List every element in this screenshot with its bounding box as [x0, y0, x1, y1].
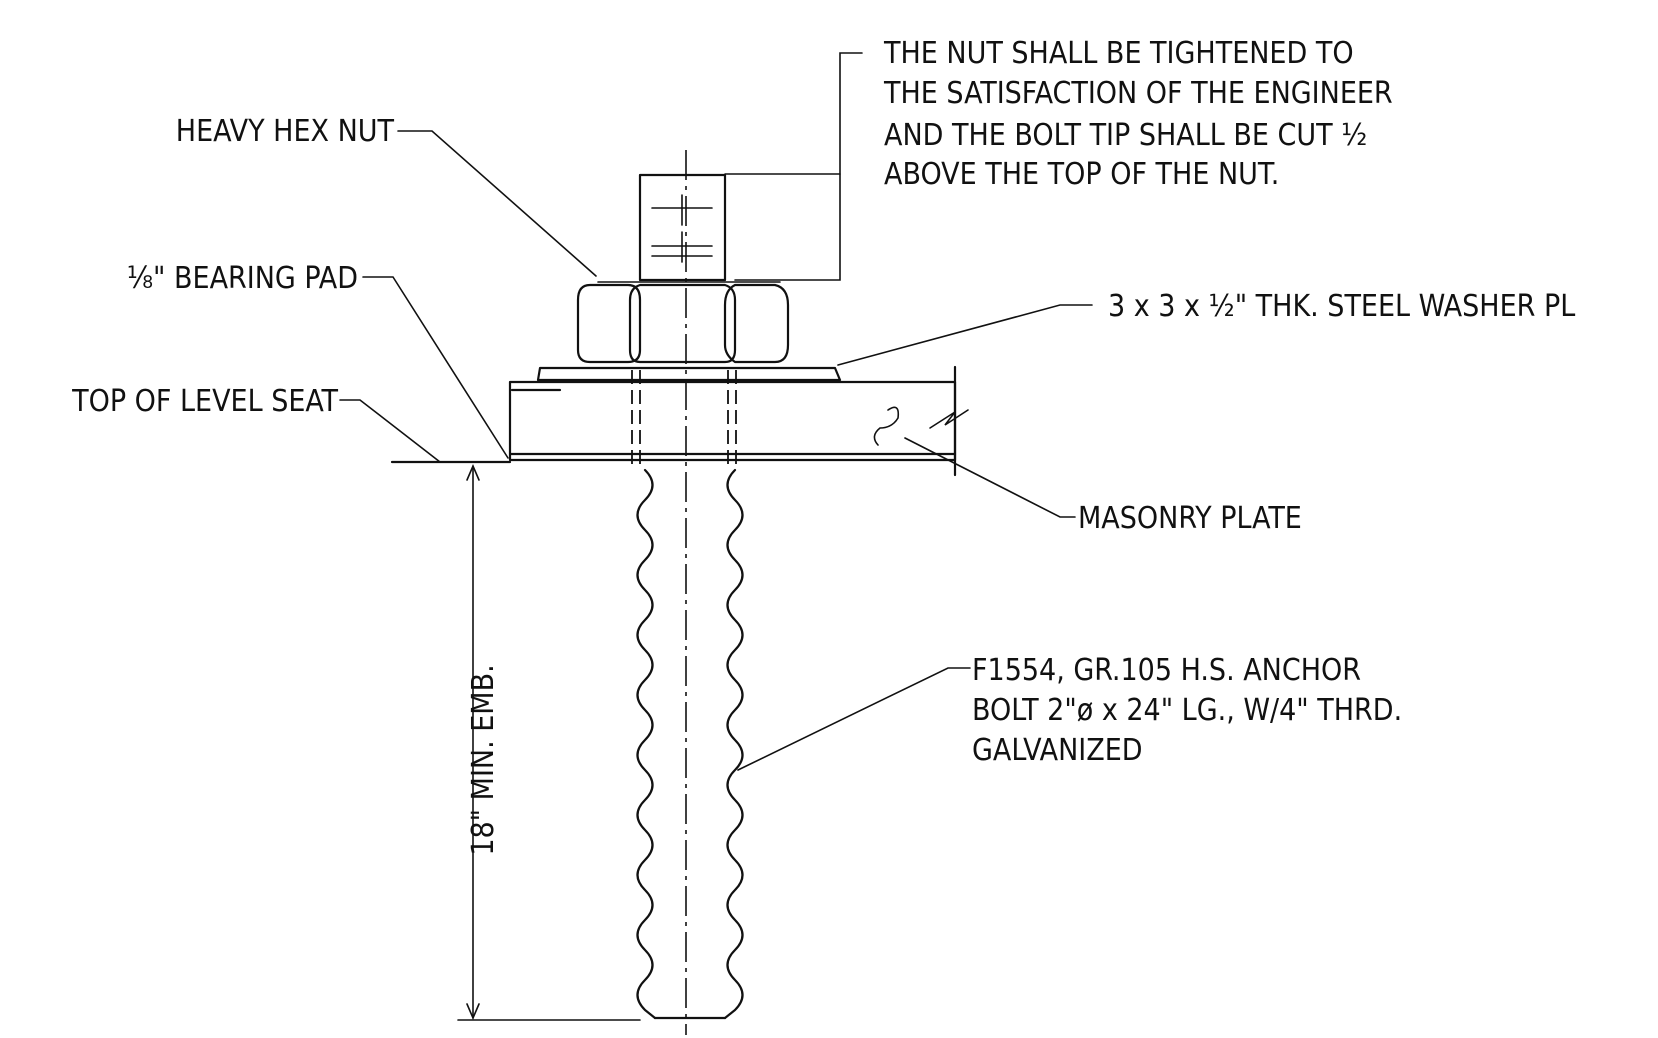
anchor-bolt-label-line-3: GALVANIZED	[972, 733, 1143, 768]
top-of-level-seat-label: TOP OF LEVEL SEAT	[71, 384, 338, 419]
anchor-bolt-label-line-2: BOLT 2"ø x 24" LG., W/4" THRD.	[972, 693, 1402, 728]
masonry-plate-label: MASONRY PLATE	[1078, 501, 1302, 536]
nut-note-line-3: AND THE BOLT TIP SHALL BE CUT ½	[884, 118, 1367, 153]
nut-note-line-4: ABOVE THE TOP OF THE NUT.	[884, 157, 1279, 192]
embedment-label: 18" MIN. EMB.	[466, 664, 501, 855]
heavy-hex-nut	[576, 281, 790, 364]
heavy-hex-nut-label: HEAVY HEX NUT	[176, 114, 395, 149]
bolt-tip	[638, 173, 727, 282]
leader-lines	[339, 52, 1093, 771]
bearing-pad-label: ⅛" BEARING PAD	[127, 261, 358, 296]
steel-washer-plate	[536, 366, 842, 382]
masonry-plate	[508, 365, 969, 477]
nut-note-line-1: THE NUT SHALL BE TIGHTENED TO	[883, 36, 1354, 71]
embedment-dimension	[457, 463, 641, 1021]
anchor-bolt-label-line-1: F1554, GR.105 H.S. ANCHOR	[972, 653, 1361, 688]
washer-label: 3 x 3 x ½" THK. STEEL WASHER PL	[1108, 289, 1575, 324]
nut-note-line-2: THE SATISFACTION OF THE ENGINEER	[883, 76, 1393, 111]
anchor-bolt-shaft	[636, 468, 744, 1020]
